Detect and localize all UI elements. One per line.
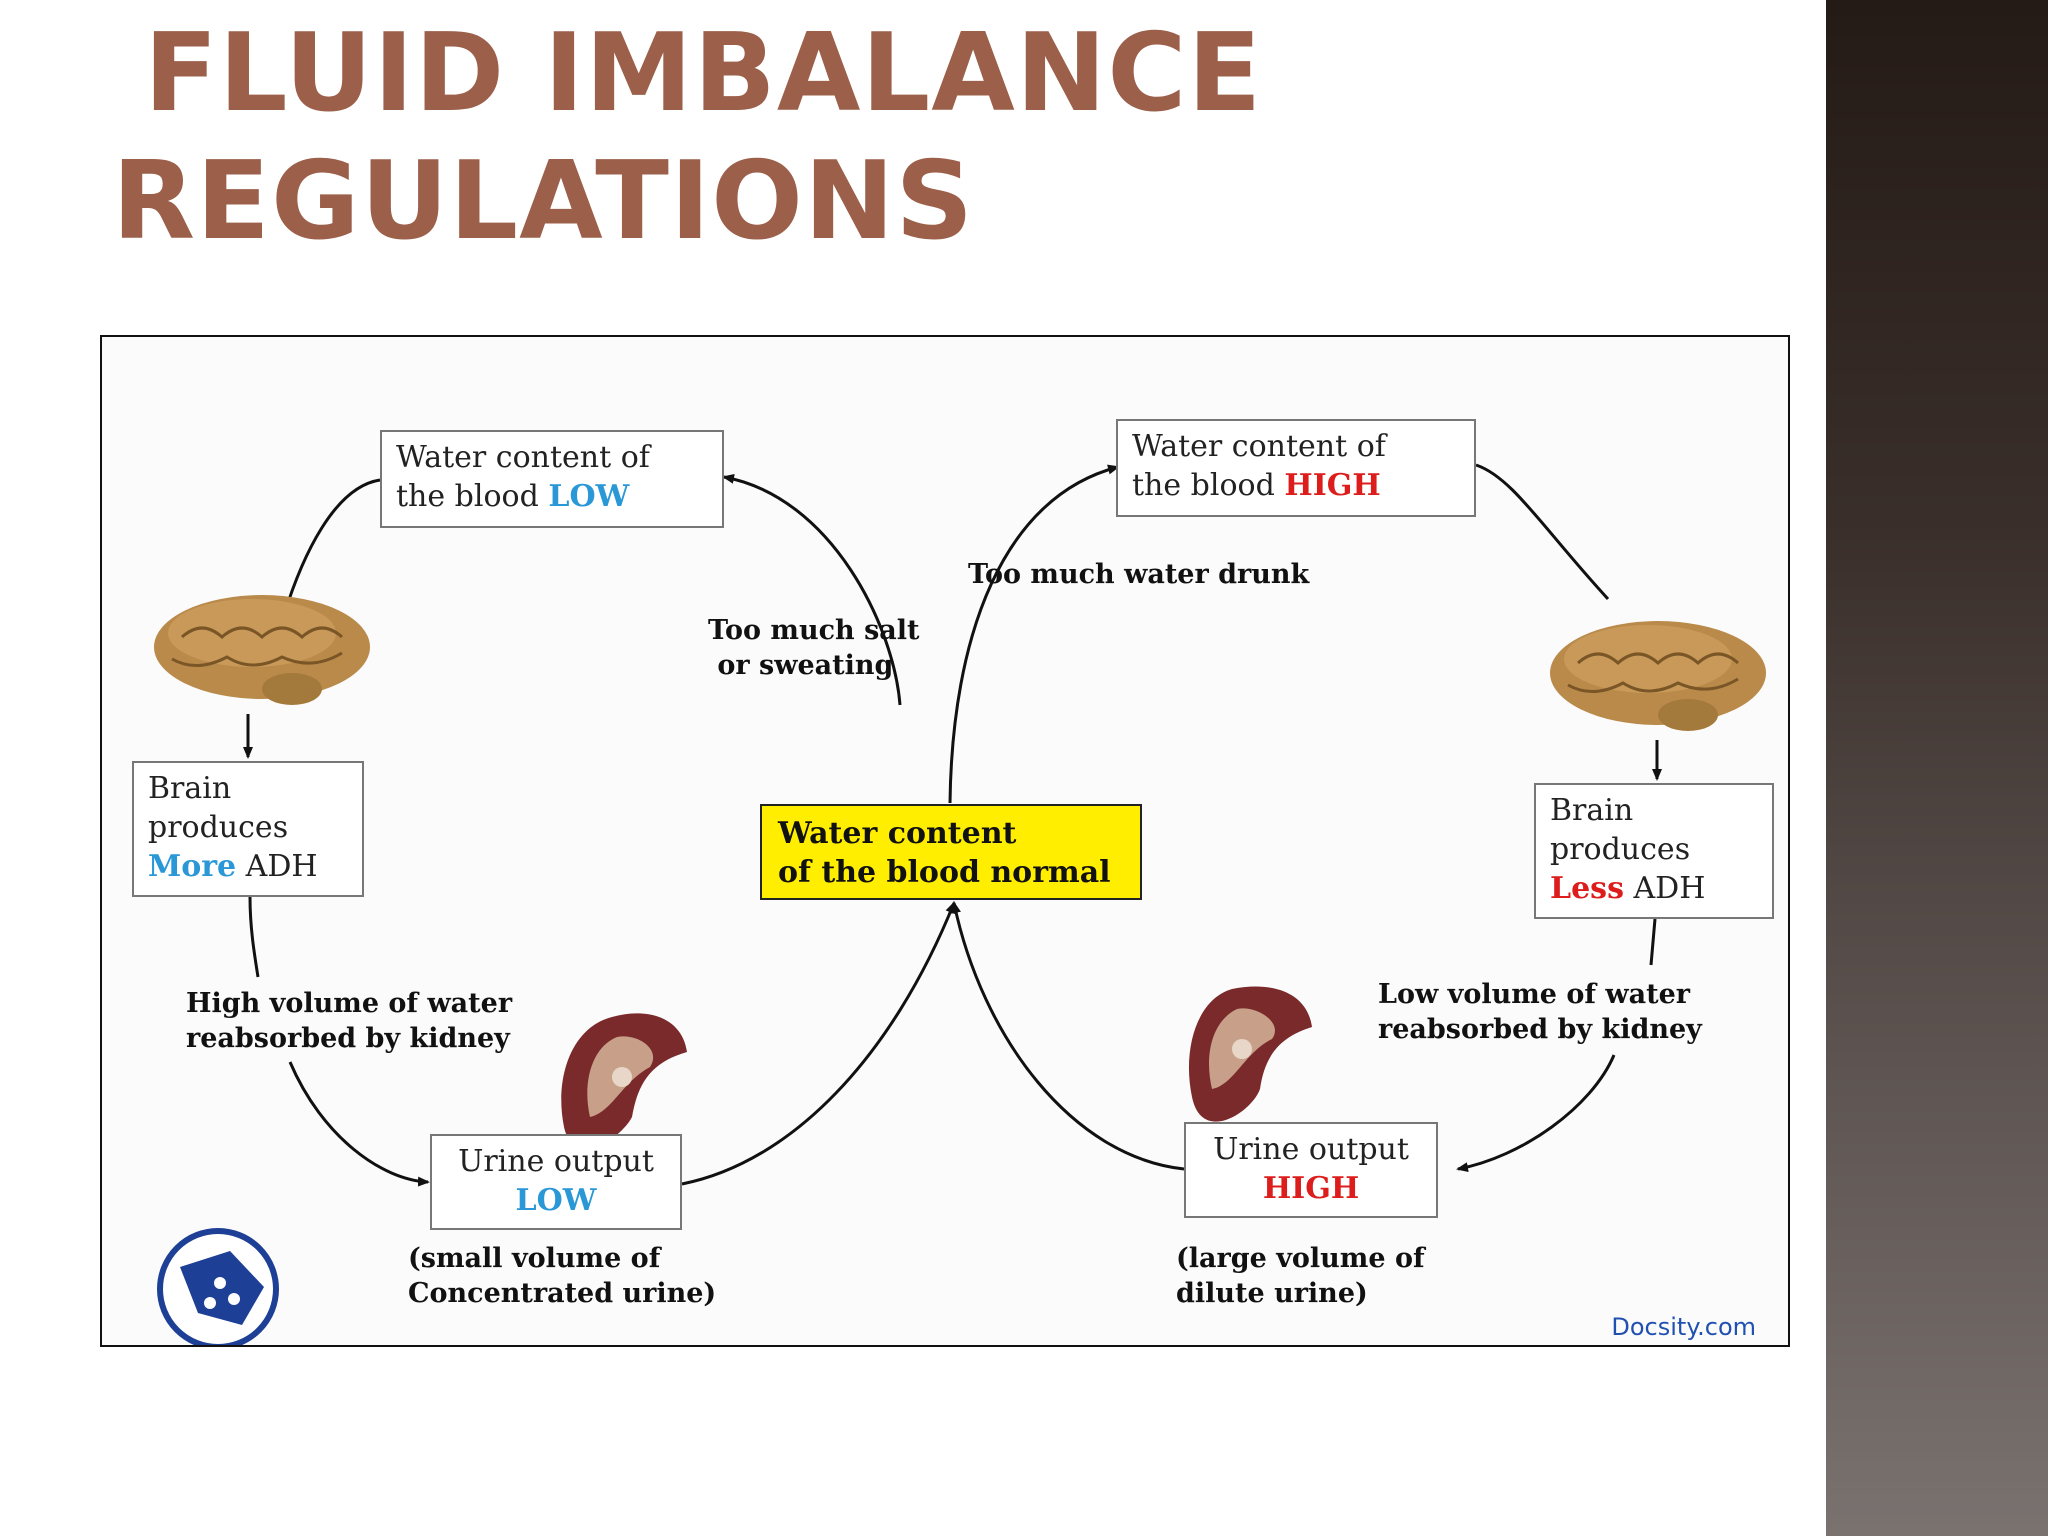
brain-more-adh-box: Brain produces More ADH bbox=[132, 761, 364, 897]
water-content-low-box: Water content of the blood LOW bbox=[380, 430, 724, 528]
large-volume-line-1: (large volume of bbox=[1176, 1243, 1425, 1274]
docsity-credit: Docsity.com bbox=[1611, 1313, 1756, 1341]
high-reabsorb-line-2: reabsorbed by kidney bbox=[186, 1023, 510, 1054]
less-emphasis: Less bbox=[1550, 871, 1624, 906]
low-box-line-1: Water content of bbox=[396, 440, 650, 475]
arrow-center-to-high bbox=[948, 464, 1120, 804]
arrow-brain-box-to-low-reabsorb bbox=[1649, 918, 1657, 966]
normal-box-line-2: of the blood normal bbox=[778, 855, 1111, 890]
kidney-right bbox=[1188, 986, 1312, 1122]
salt-line-2: or sweating bbox=[708, 650, 894, 681]
salt-line-1: Too much salt bbox=[708, 615, 920, 646]
arrow-brain-box-to-reabsorb bbox=[248, 896, 260, 978]
more-emphasis: More bbox=[148, 849, 237, 884]
small-volume-line-2: Concentrated urine) bbox=[408, 1278, 717, 1309]
high-reabsorb-label: High volume of water reabsorbed by kidne… bbox=[186, 986, 512, 1056]
large-volume-label: (large volume of dilute urine) bbox=[1176, 1241, 1425, 1311]
low-box-line-2: the blood LOW bbox=[396, 477, 708, 516]
urine-output-low-box: Urine output LOW bbox=[430, 1134, 682, 1230]
normal-box-line-1: Water content bbox=[778, 816, 1017, 851]
urine-high-emphasis: HIGH bbox=[1262, 1171, 1360, 1206]
high-emphasis: HIGH bbox=[1284, 468, 1381, 503]
arrow-high-to-brain bbox=[1475, 463, 1610, 601]
kidney-left bbox=[561, 1013, 687, 1149]
urine-low-emphasis: LOW bbox=[515, 1183, 597, 1218]
large-volume-line-2: dilute urine) bbox=[1176, 1278, 1368, 1309]
low-reabsorb-label: Low volume of water reabsorbed by kidney bbox=[1378, 977, 1702, 1047]
low-reabsorb-line-2: reabsorbed by kidney bbox=[1378, 1014, 1702, 1045]
urine-output-high-box: Urine output HIGH bbox=[1184, 1122, 1438, 1218]
high-box-line-2-prefix: the blood bbox=[1132, 468, 1285, 503]
side-decoration-bar bbox=[1826, 0, 2048, 1536]
less-adh-line-2: produces bbox=[1550, 832, 1691, 867]
brain-left bbox=[154, 595, 370, 705]
arrow-reabsorb-to-urine-low bbox=[288, 1061, 430, 1187]
arrow-center-to-low bbox=[722, 473, 902, 706]
less-adh-line-3: Less ADH bbox=[1550, 869, 1758, 908]
arrow-urine-low-to-center bbox=[681, 901, 956, 1186]
small-volume-line-1: (small volume of bbox=[408, 1243, 661, 1274]
arrow-low-to-brain bbox=[282, 478, 381, 616]
high-reabsorb-line-1: High volume of water bbox=[186, 988, 513, 1019]
more-adh-suffix: ADH bbox=[236, 849, 318, 884]
low-reabsorb-line-1: Low volume of water bbox=[1378, 979, 1691, 1010]
high-box-line-2: the blood HIGH bbox=[1132, 466, 1460, 505]
title-line-1: FLUID IMBALANCE bbox=[144, 11, 1263, 136]
slide-title: FLUID IMBALANCE REGULATIONS bbox=[112, 10, 1262, 266]
high-box-line-1: Water content of bbox=[1132, 429, 1386, 464]
small-volume-label: (small volume of Concentrated urine) bbox=[408, 1241, 716, 1311]
more-adh-line-2: produces bbox=[148, 810, 289, 845]
brain-right bbox=[1550, 621, 1766, 731]
water-content-high-box: Water content of the blood HIGH bbox=[1116, 419, 1476, 517]
urine-low-line-1: Urine output bbox=[458, 1144, 654, 1179]
water-content-normal-box: Water content of the blood normal bbox=[760, 804, 1142, 900]
salt-sweating-label: Too much salt or sweating bbox=[708, 613, 920, 683]
arrow-reabsorb-to-urine-high bbox=[1456, 1054, 1616, 1173]
low-emphasis: LOW bbox=[548, 479, 630, 514]
title-line-2: REGULATIONS bbox=[112, 139, 975, 264]
arrow-urine-high-to-center bbox=[951, 901, 1185, 1171]
urine-high-line-1: Urine output bbox=[1213, 1132, 1409, 1167]
fluid-regulation-diagram: Water content of the blood LOW Water con… bbox=[100, 335, 1790, 1347]
low-box-line-2-prefix: the blood bbox=[396, 479, 549, 514]
more-adh-line-1: Brain bbox=[148, 771, 232, 806]
less-adh-suffix: ADH bbox=[1623, 871, 1706, 906]
more-adh-line-3: More ADH bbox=[148, 847, 348, 886]
water-drunk-label: Too much water drunk bbox=[968, 559, 1310, 590]
brain-less-adh-box: Brain produces Less ADH bbox=[1534, 783, 1774, 919]
less-adh-line-1: Brain bbox=[1550, 793, 1634, 828]
docsity-logo bbox=[157, 1228, 279, 1345]
diagram-arrows bbox=[154, 463, 1766, 1345]
